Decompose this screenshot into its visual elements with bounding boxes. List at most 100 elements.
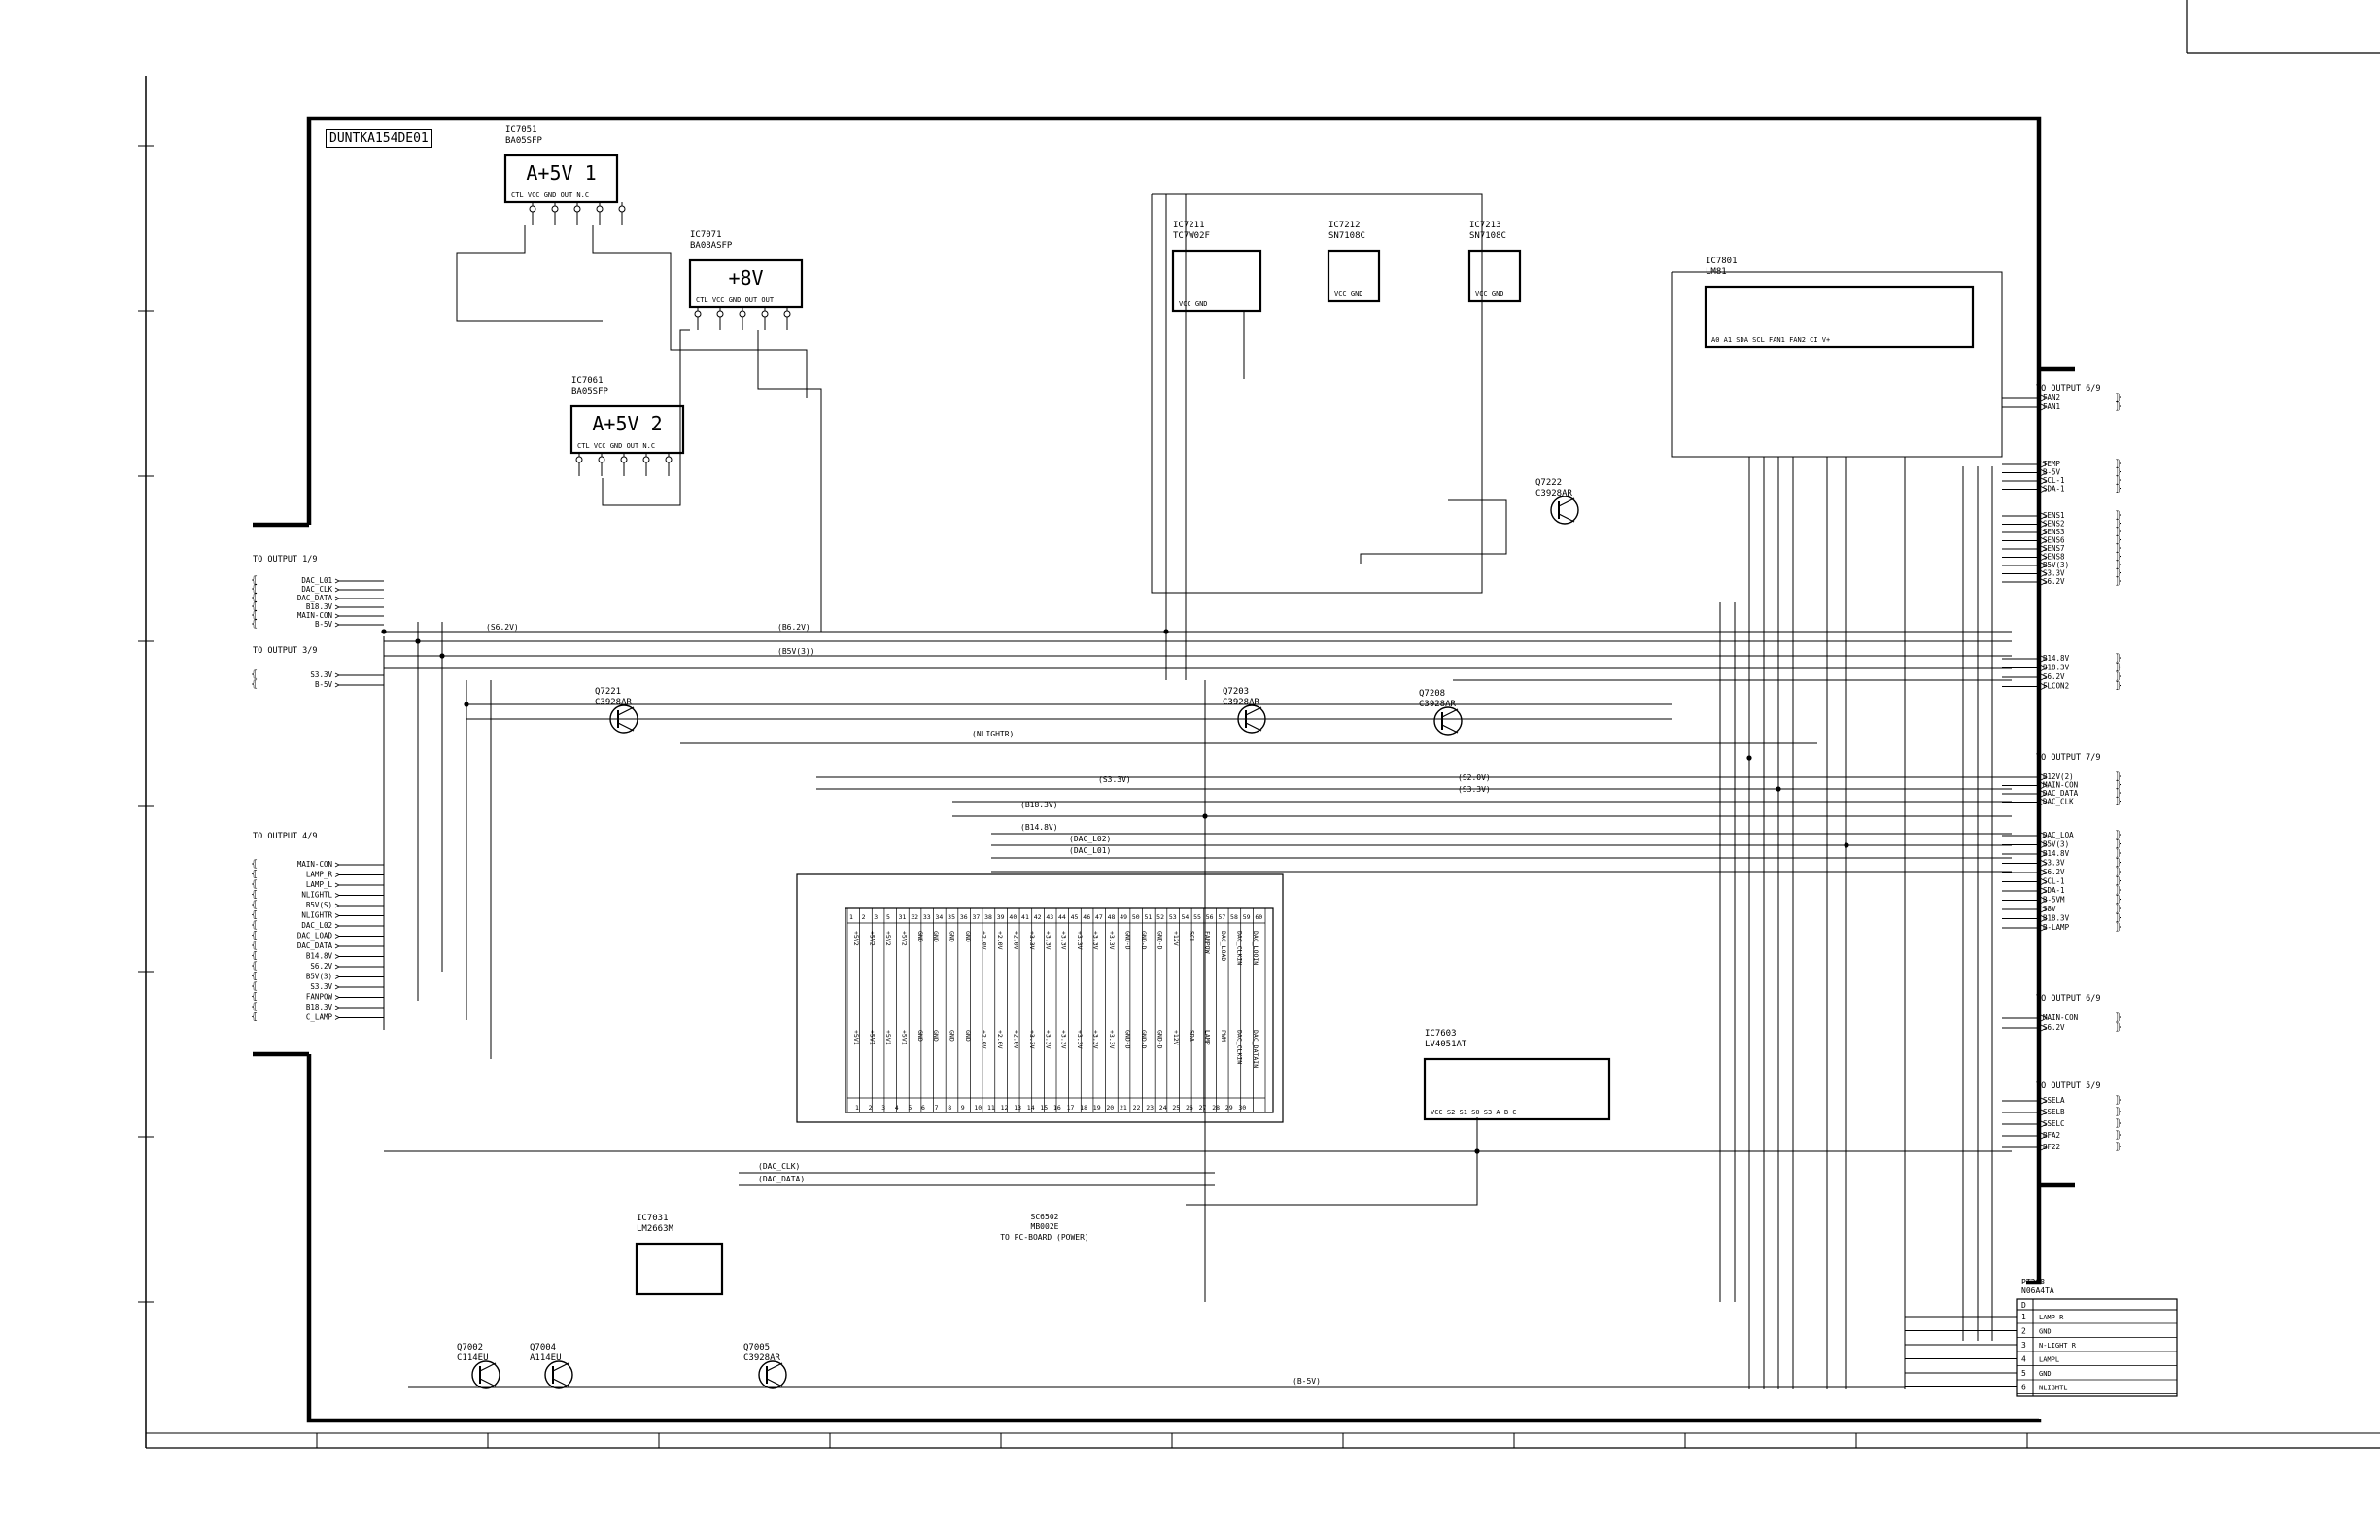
net-label: (DAC_L01) [1069,846,1111,855]
ic-body-ic7051 [503,154,619,204]
connector-signal-top: +3.3V [1044,931,1052,950]
connector-pin-number: 25 [1172,1104,1180,1112]
transistor-part-label: C3928AR [1535,489,1573,498]
signal-arrow [334,672,340,678]
transistor-emitter [1245,722,1262,732]
wire [1186,1117,1478,1206]
transistor-part-label: C3928AR [595,698,633,707]
net-label: (NLIGHTR) [972,730,1014,738]
connector-pin-number: 47 [1095,913,1103,921]
signal-name: S3.3V [310,982,332,991]
connector-brace: ⦃ [251,1012,258,1023]
transistor-ref-label: Q7221 [595,687,621,697]
signal-name: B5V(3) [2043,561,2069,569]
transistor-collector [1441,708,1459,718]
connector-pin-number: 18 [1080,1104,1087,1112]
signal-arrow [334,964,340,970]
connector-pin-number: 53 [1169,913,1177,921]
connector-brace: ⦄ [2115,780,2121,791]
transistor-q7005 [758,1360,787,1389]
signal-name: FLCON2 [2043,682,2069,691]
connector-signal-top: GND [949,931,956,942]
junction-dot [1474,1148,1480,1154]
transistor-emitter [479,1378,497,1387]
connector-pin-number: 16 [1053,1104,1061,1112]
connector-brace: ⦃ [251,575,258,586]
connector-brace: ⦃ [251,961,258,972]
signal-arrow [334,984,340,990]
ic-body-label: A+5V 2 [592,412,662,435]
signal-name: B14.8V [306,952,333,961]
signal-arrow [2038,913,2048,924]
signal-name: B5V(3) [306,973,332,981]
connector-signal-top: DAC_CLKIN [1236,931,1244,965]
signal-arrow [2038,394,2048,403]
connector-brace: ⦄ [2115,535,2121,546]
signal-arrow [2038,654,2048,664]
junction-dot [381,629,387,634]
connector-pin-number: 32 [911,913,918,921]
pin-marker [620,456,628,463]
transistor-collector [1245,706,1262,716]
connector-brace: ⦄ [2115,885,2121,896]
signal-arrow [2038,511,2048,521]
signal-name: DAC_DATA [297,941,333,950]
connector-brace: ⦄ [2115,459,2121,469]
signal-name: MAIN-CON [297,860,332,869]
connector-group-title: TO OUTPUT 6/9 [2036,994,2101,1004]
ic-pin-names: VCC S2 S1 S0 S3 A B C [1431,1109,1517,1116]
pin-marker [551,205,559,213]
pt208-header: D [2021,1301,2026,1310]
transistor-q7222 [1550,496,1579,525]
connector-brace: ⦄ [2115,653,2121,664]
connector-pin-number: 17 [1067,1104,1075,1112]
signal-name: B-5V [315,620,333,629]
transistor-q7002 [471,1360,500,1389]
connector-signal-bottom: DAC_CLKIN [1236,1030,1244,1064]
pt208-row-signal: GND [2039,1328,2052,1336]
connector-pin-number: 19 [1093,1104,1101,1112]
connector-pin-number: 3 [881,1104,885,1112]
signal-arrow [2038,905,2048,914]
connector-signal-bottom: GND [932,1030,940,1042]
wire [1360,499,1507,564]
ic-ref-label: IC7212 [1328,221,1361,230]
main-border [306,1054,2042,1423]
pin-marker [783,310,791,318]
junction-dot [415,638,421,644]
signal-name: FANPOW [306,993,333,1002]
connector-group-title: TO OUTPUT 7/9 [2036,753,2101,763]
ic-pin-names: CTL VCC GND OUT N.C [577,442,655,450]
connector-pin-number: 41 [1021,913,1029,921]
transistor-emitter [766,1378,783,1387]
signal-name: B-5V [315,680,333,689]
signal-name: SENS8 [2043,553,2065,562]
wire [456,225,603,322]
junction-dot [1746,755,1752,761]
signal-name: SENS2 [2043,520,2065,529]
signal-arrow [2038,402,2048,412]
ic-body-label: A+5V 1 [526,161,596,185]
signal-name: SENS3 [2043,528,2065,536]
signal-arrow [2038,797,2048,807]
connector-pin-number: 56 [1206,913,1214,921]
connector-brace: ⦃ [251,920,258,931]
ic-pin-names: VCC GND [1179,300,1208,308]
connector-signal-bottom: +2.0V [996,1030,1004,1049]
connector-pin-number: 33 [923,913,931,921]
signal-arrow [2038,663,2048,673]
signal-arrow [334,995,340,1000]
connector-pin-number: 49 [1120,913,1127,921]
connector-pin-number: 45 [1071,913,1079,921]
connector-brace: ⦄ [2115,484,2121,495]
transistor-q7004 [544,1360,573,1389]
pt208-row-number: 3 [2021,1341,2026,1350]
connector-pin-number: 52 [1156,913,1164,921]
signal-name: B18.3V [2043,664,2070,672]
signal-name: DAC_LOAD [297,932,333,941]
net-label: (B14.8V) [1020,823,1058,832]
connector-brace: ⦄ [2115,904,2121,914]
signal-arrow [2038,1013,2048,1023]
connector-signal-bottom: +5V1 [852,1030,860,1045]
